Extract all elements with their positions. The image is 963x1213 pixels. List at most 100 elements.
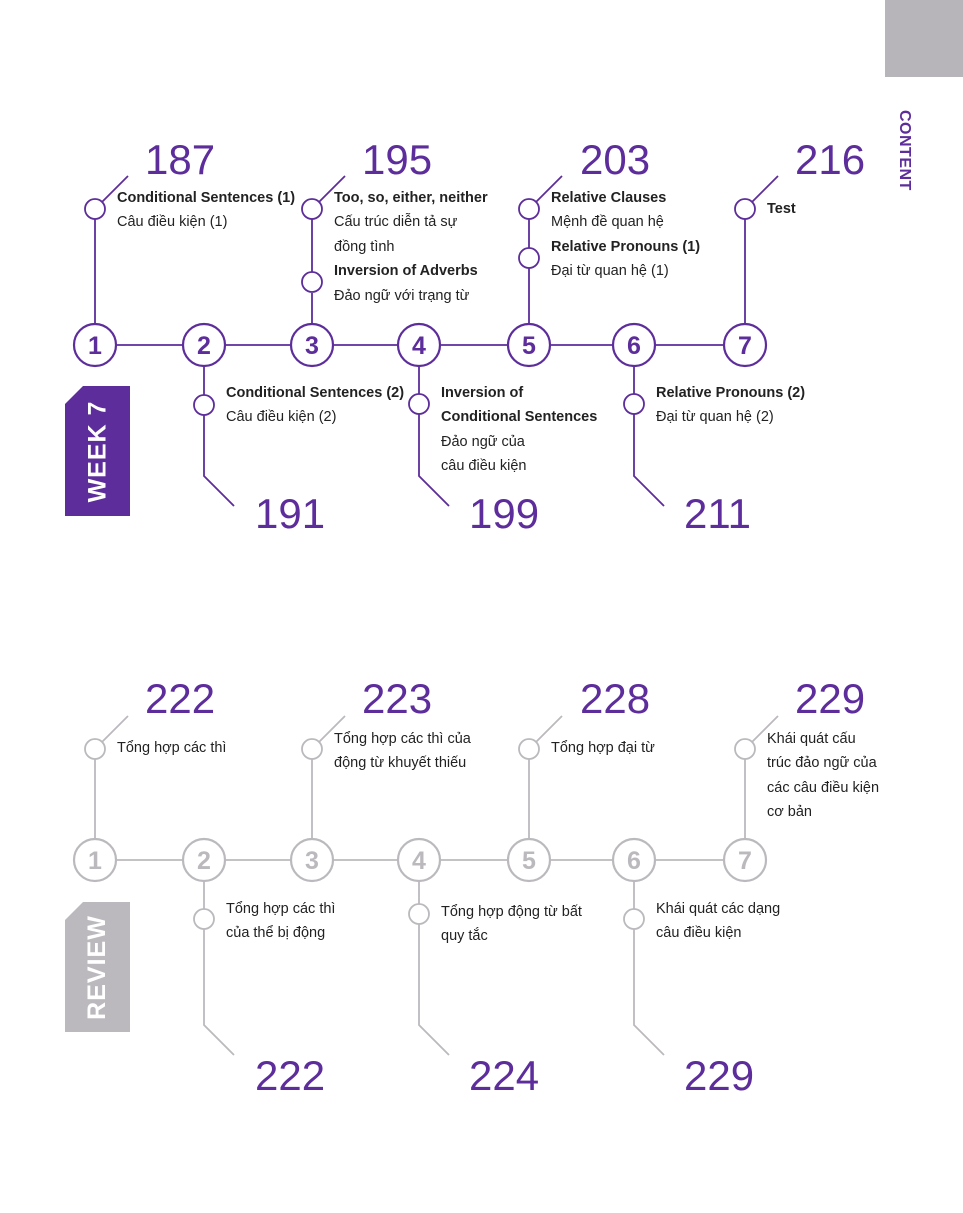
week-7-node-2-number: 2 xyxy=(197,332,211,360)
week-7-item-too-so: Too, so, either, neither Cấu trúc diễn t… xyxy=(334,186,488,308)
week-7-node-3 xyxy=(289,322,335,368)
content-tab-label: CONTENT xyxy=(896,110,913,191)
review-node-4 xyxy=(396,837,442,883)
week-7-node-5-number: 5 xyxy=(522,332,536,360)
item-title: Relative Pronouns (2) xyxy=(656,385,806,401)
item-vi: Tổng hợp đại từ xyxy=(551,740,655,756)
review-bullet xyxy=(518,738,540,760)
week-7-item-relative-pronouns-2: Relative Pronouns (2) Đại từ quan hệ (2) xyxy=(656,381,805,430)
week-7-node-7-number: 7 xyxy=(738,332,752,360)
item-vi: Đảo ngữ của câu điều kiện xyxy=(441,433,527,475)
item-title: Relative Clauses xyxy=(551,190,667,206)
corner-tab xyxy=(885,0,963,77)
week-7-page-1: 187 xyxy=(145,136,216,183)
item-title: Conditional Sentences (2) xyxy=(226,385,405,401)
review-node-2-number: 2 xyxy=(197,847,211,875)
review-bullet xyxy=(623,908,645,930)
review-item-1: Tổng hợp các thì xyxy=(117,736,226,760)
week-7-node-3-number: 3 xyxy=(305,332,319,360)
week-7-connector xyxy=(535,175,563,203)
week-7-connector xyxy=(318,175,346,203)
week-7-connector xyxy=(101,175,129,203)
item-vi: Tổng hợp động từ bất quy tắc xyxy=(441,904,582,945)
review-label-box: REVIEW xyxy=(65,902,130,1032)
review-page-2: 222 xyxy=(255,1052,326,1099)
week-7-node-1 xyxy=(72,322,118,368)
item-title: Inversion of Adverbs xyxy=(334,263,478,280)
item-vi: Đại từ quan hệ (1) xyxy=(551,263,669,280)
week-7-item-conditional-2: Conditional Sentences (2) Câu điều kiện … xyxy=(226,381,404,430)
review-item-2: Tổng hợp các thì của thể bị động xyxy=(226,897,335,946)
review-page-6: 229 xyxy=(684,1052,755,1099)
item-vi: Tổng hợp các thì của động từ khuyết thiế… xyxy=(334,731,471,772)
item-vi: Cấu trúc diễn tả sự đồng tình xyxy=(334,214,458,255)
review-page-7: 229 xyxy=(795,675,866,722)
review-item-5: Tổng hợp đại từ xyxy=(551,736,655,760)
week-7-bullet xyxy=(518,247,540,269)
review-page-1: 222 xyxy=(145,675,216,722)
week-7-node-2 xyxy=(181,322,227,368)
week-7-page-6: 211 xyxy=(684,490,751,537)
week-7-timeline xyxy=(72,175,779,507)
review-bullet xyxy=(301,738,323,760)
week-7-item-relative-clauses: Relative Clauses Mệnh đề quan hệ Relativ… xyxy=(551,186,700,284)
review-item-3: Tổng hợp các thì của động từ khuyết thiế… xyxy=(334,727,471,776)
review-node-1 xyxy=(72,837,118,883)
week-7-page-5: 203 xyxy=(580,136,651,183)
week-7-connector xyxy=(633,414,665,507)
review-node-6-number: 6 xyxy=(627,847,641,875)
week-7-bullet xyxy=(408,393,430,415)
review-connector xyxy=(535,715,563,743)
week-7-item-test: Test xyxy=(767,197,796,221)
item-vi: Tổng hợp các thì xyxy=(117,740,227,756)
item-title: Conditional Sentences (1) xyxy=(117,190,296,206)
week-7-page-4: 199 xyxy=(469,490,540,537)
item-vi: Tổng hợp các thì của thể bị động xyxy=(226,901,336,942)
week-7-bullet xyxy=(623,393,645,415)
week-7-bullet xyxy=(84,198,106,220)
item-vi: Khái quát các dạng câu điều kiện xyxy=(656,901,781,942)
week-7-connector xyxy=(751,175,779,203)
review-bullet xyxy=(734,738,756,760)
week-7-bullet xyxy=(518,198,540,220)
review-node-7 xyxy=(722,837,768,883)
review-connector xyxy=(203,929,235,1056)
item-vi: Đại từ quan hệ (2) xyxy=(656,409,774,426)
review-connector xyxy=(318,715,346,743)
review-node-4-number: 4 xyxy=(412,847,426,875)
week-7-connector xyxy=(418,414,450,507)
week-7-node-7 xyxy=(722,322,768,368)
week-7-connector xyxy=(203,415,235,507)
review-node-6 xyxy=(611,837,657,883)
week-7-node-1-number: 1 xyxy=(88,332,102,360)
week-7-bullet xyxy=(734,198,756,220)
review-item-6: Khái quát các dạng câu điều kiện xyxy=(656,897,780,946)
review-node-7-number: 7 xyxy=(738,847,752,875)
review-page-4: 224 xyxy=(469,1052,540,1099)
week-7-node-6 xyxy=(611,322,657,368)
review-item-7: Khái quát cấu trúc đảo ngữ của các câu đ… xyxy=(767,727,879,825)
week-7-page-2: 191 xyxy=(255,490,326,537)
week-7-node-4 xyxy=(396,322,442,368)
review-node-5-number: 5 xyxy=(522,847,536,875)
review-node-3 xyxy=(289,837,335,883)
item-vi: Mệnh đề quan hệ xyxy=(551,214,664,231)
item-vi: Khái quát cấu trúc đảo ngữ của các câu đ… xyxy=(767,731,880,821)
review-bullet xyxy=(408,903,430,925)
review-bullet xyxy=(193,908,215,930)
week-7-bullet xyxy=(193,394,215,416)
week-7-node-4-number: 4 xyxy=(412,332,426,360)
week-7-item-inversion-conditional: Inversion of Conditional Sentences Đảo n… xyxy=(441,381,597,479)
review-node-3-number: 3 xyxy=(305,847,319,875)
review-connector xyxy=(101,715,129,743)
review-bullet xyxy=(84,738,106,760)
item-title: Inversion of Conditional Sentences xyxy=(441,385,598,426)
week-7-page-7: 216 xyxy=(795,136,866,183)
review-connector xyxy=(418,924,450,1056)
review-connector xyxy=(751,715,779,743)
item-vi: Câu điều kiện (2) xyxy=(226,409,337,426)
week-7-bullet xyxy=(301,271,323,293)
review-page-5: 228 xyxy=(580,675,651,722)
review-node-5 xyxy=(506,837,552,883)
review-connector xyxy=(633,929,665,1056)
